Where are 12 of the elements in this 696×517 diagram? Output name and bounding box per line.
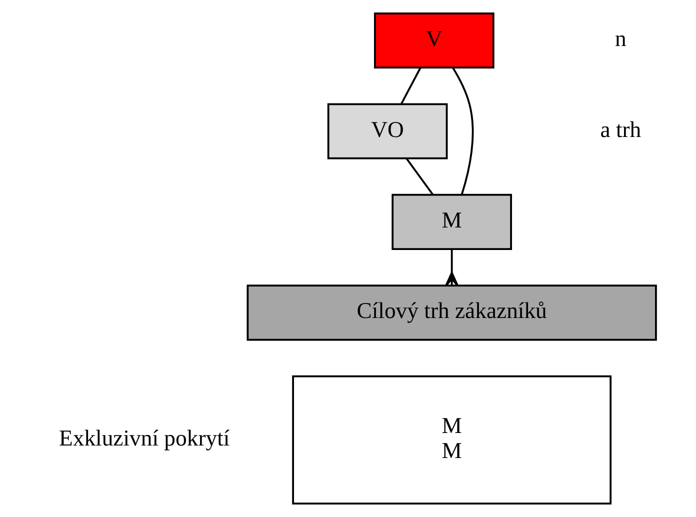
node-box: M	[391, 194, 512, 250]
label: Exkluzivní pokrytí	[58, 425, 230, 450]
node-box: M M	[292, 375, 612, 505]
node-box: Cílový trh zákazníků	[246, 284, 656, 341]
node-box: VO	[326, 103, 448, 160]
connector	[444, 249, 458, 286]
connector	[405, 158, 434, 196]
label: n	[614, 26, 626, 52]
connector	[452, 67, 474, 195]
label: a trh	[600, 116, 641, 142]
node-box: V	[374, 12, 494, 69]
connector	[400, 67, 421, 104]
